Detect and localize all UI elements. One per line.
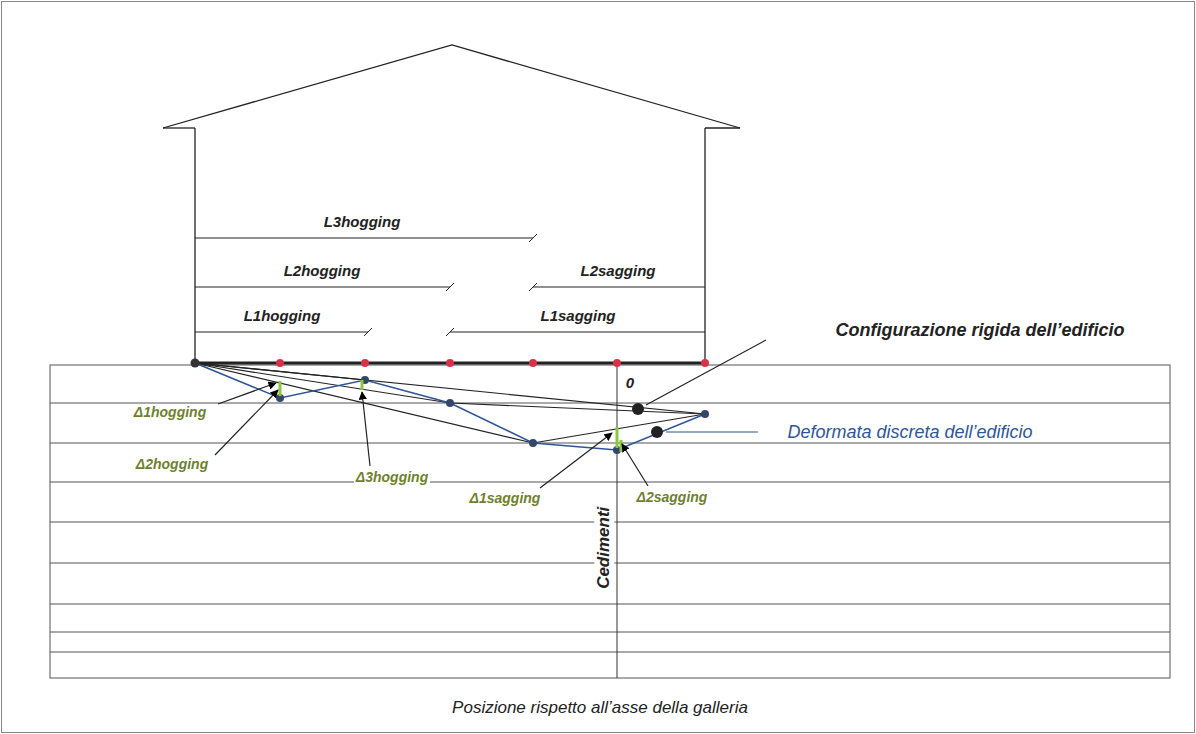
callout-label: Configurazione rigida dell’edificio [833,320,1126,341]
dimension-label: L1hogging [242,307,323,324]
origin-node [191,359,200,368]
deformed-shape [195,363,705,450]
axis-label: Posizione rispetto all’asse della galler… [450,698,750,718]
rigid-callout-dot [632,403,644,415]
delta-label: Δ3hogging [354,469,430,485]
origin-label: 0 [624,374,636,391]
building-nodes [276,359,709,367]
leader-lines [215,340,766,488]
callout-label: Deformata discreta dell’edificio [785,422,1034,443]
ground-grid [50,365,1170,678]
dimension-lines [195,234,705,336]
delta-label: Δ2hogging [134,456,210,472]
delta-label: Δ2sagging [635,489,710,505]
delta-label: Δ1sagging [468,490,543,506]
dimension-label: L3hogging [322,213,403,230]
rigid-chords [195,363,705,443]
axis-label: Cedimenti [594,505,614,591]
dimension-label: L2hogging [282,262,363,279]
dimension-label: L2sagging [578,262,657,279]
building-outline [163,45,740,363]
deformed-callout-dot [651,426,663,438]
dimension-label: L1sagging [538,307,617,324]
delta-marks [280,380,621,452]
deformed-nodes [276,376,709,454]
delta-label: Δ1hogging [132,404,208,420]
